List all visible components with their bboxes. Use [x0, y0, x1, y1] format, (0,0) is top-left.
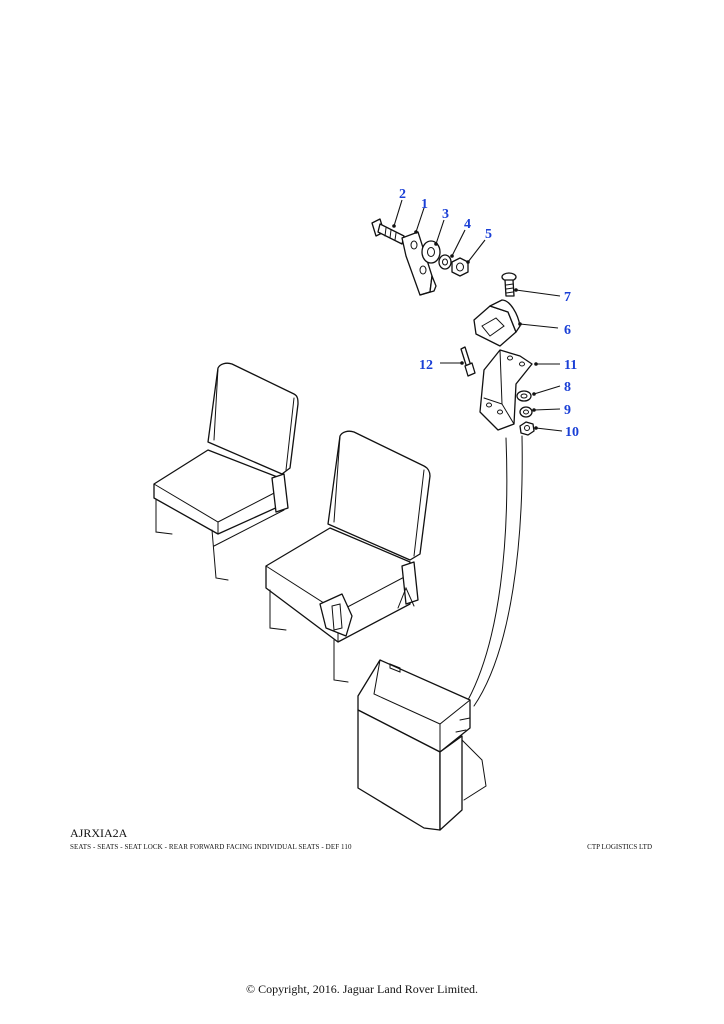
copyright-notice: © Copyright, 2016. Jaguar Land Rover Lim… [245, 982, 479, 996]
washer-part-8 [516, 390, 532, 402]
lock-block-part-6 [473, 299, 521, 347]
washer-part-3 [421, 240, 441, 264]
nut-part-10 [519, 421, 535, 436]
bolt-part-2 [371, 218, 405, 245]
callout-11: 11 [564, 358, 577, 373]
callout-1: 1 [421, 197, 428, 212]
assembly-line [473, 435, 523, 707]
screw-part-12 [460, 346, 476, 377]
leader-lines [392, 199, 563, 432]
seat-middle [265, 430, 431, 683]
washer-part-9 [519, 406, 533, 418]
washer-part-4 [438, 254, 452, 270]
assembly-line [467, 437, 508, 701]
bracket-part-1 [401, 231, 437, 296]
seat-box [357, 659, 487, 831]
company-name: CTP LOGISTICS LTD [587, 843, 652, 851]
seat-left [153, 362, 299, 581]
callout-9: 9 [564, 403, 571, 418]
callout-8: 8 [564, 380, 571, 395]
callout-12: 12 [419, 358, 433, 373]
diagram-caption: SEATS - SEATS - SEAT LOCK - REAR FORWARD… [70, 843, 352, 851]
diagram-reference-code: AJRXIA2A [70, 826, 128, 840]
callout-10: 10 [565, 425, 579, 440]
callout-7: 7 [564, 290, 571, 305]
nut-part-5 [451, 257, 469, 277]
callout-2: 2 [399, 187, 406, 202]
callout-6: 6 [564, 323, 571, 338]
bracket-part-11 [479, 349, 533, 431]
screw-part-7 [501, 272, 517, 297]
callout-5: 5 [485, 227, 492, 242]
callout-3: 3 [442, 207, 449, 222]
callout-4: 4 [464, 217, 471, 232]
